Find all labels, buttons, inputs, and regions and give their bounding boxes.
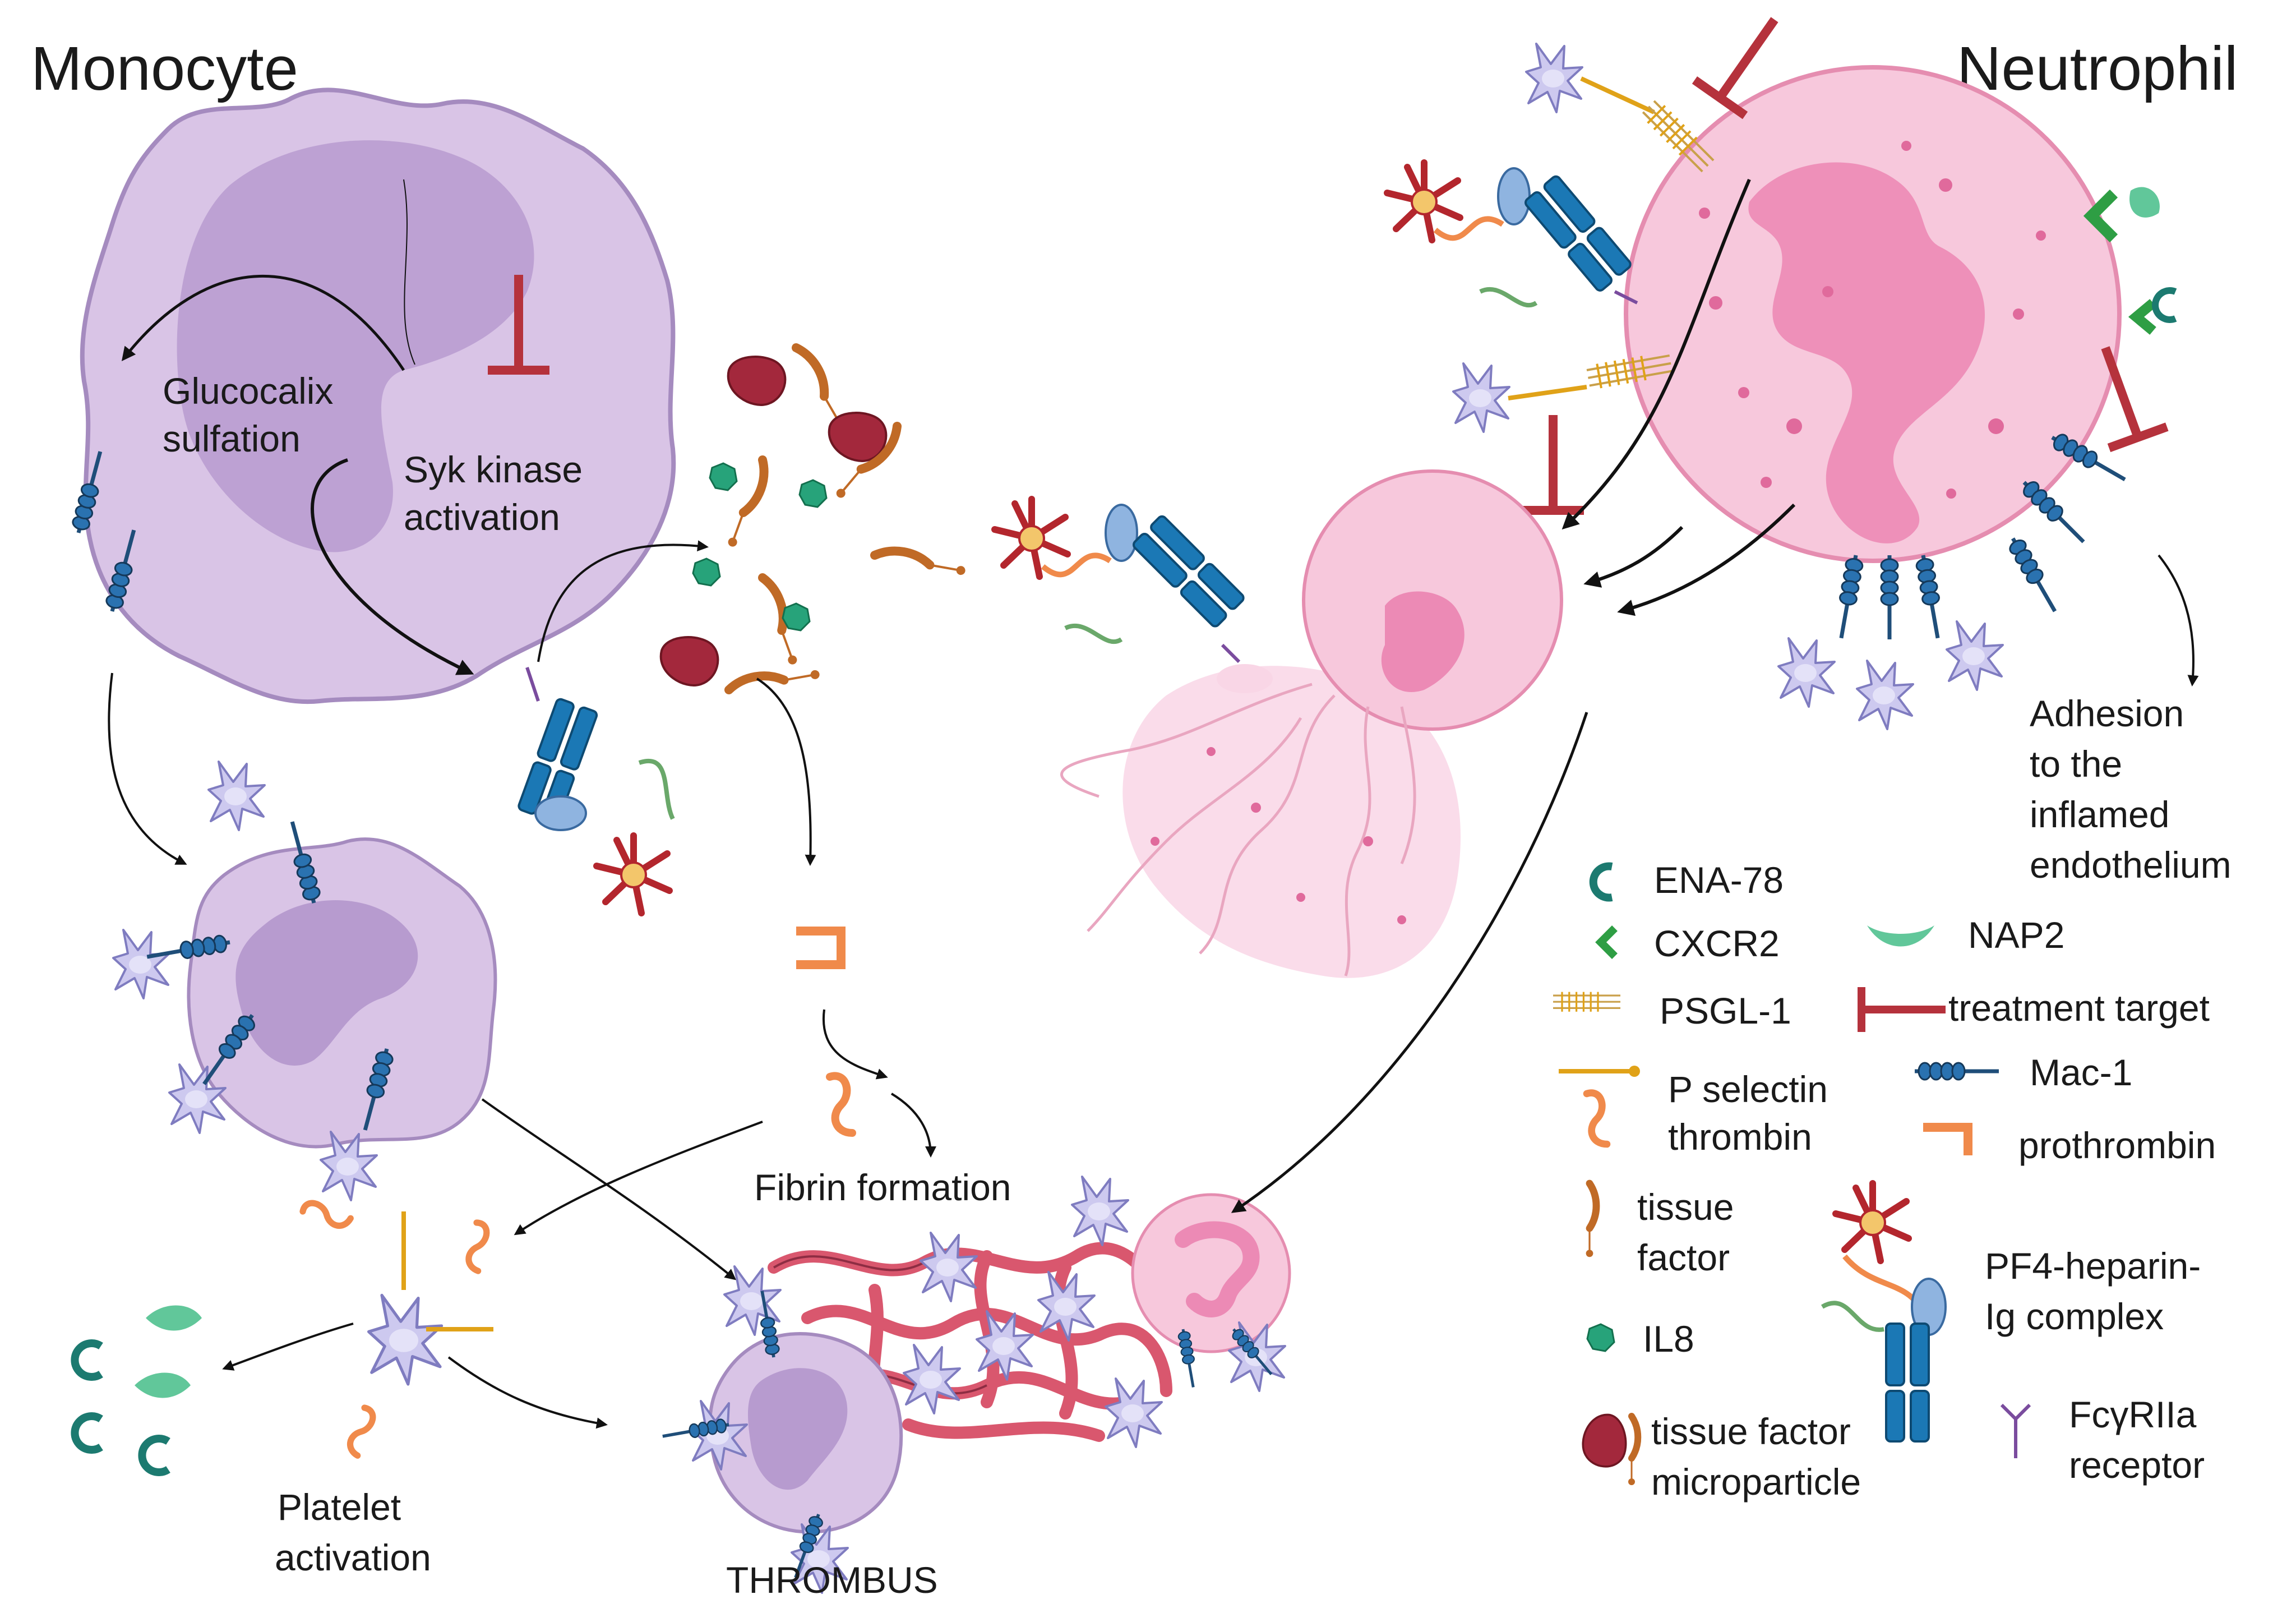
neutrophil-mac1 — [1881, 555, 1898, 639]
neutrophil-title: Neutrophil — [1957, 34, 2238, 103]
arrow-monocyte-to-aggregate — [108, 672, 187, 865]
legend-pf4-2: Ig complex — [1985, 1296, 2164, 1337]
legend-treatment: treatment target — [1948, 987, 2210, 1029]
thrombus-label: THROMBUS — [726, 1559, 938, 1599]
platelet-activation-label-2: activation — [275, 1537, 431, 1578]
neutrophil-mac1 — [1915, 554, 1946, 639]
neutrophil-mac1 — [2006, 534, 2062, 616]
arrow-platelet-to-thrombus — [447, 1356, 608, 1429]
neutrophil-treatment-target — [1522, 415, 1584, 510]
p-selectin — [1508, 385, 1587, 400]
p-selectin — [1580, 76, 1655, 114]
thrombin-icon — [1587, 1093, 1607, 1144]
legend-cxcr2: CXCR2 — [1654, 923, 1780, 964]
prothrombin-icon — [1923, 1123, 1972, 1155]
glucocalix-label-2: sulfation — [163, 418, 301, 459]
legend: ENA-78 CXCR2 NAP2 PSGL-1 treatment targe… — [1552, 859, 2216, 1503]
neutrophil-platelet — [1856, 660, 1914, 730]
arrow-to-prothrombin — [756, 678, 816, 866]
legend-tfmp-2: microparticle — [1651, 1461, 1861, 1503]
legend-ena78: ENA-78 — [1654, 859, 1784, 901]
tissue-factor-icon — [1586, 1183, 1596, 1257]
glucocalix-label-1: Glucocalix — [163, 370, 333, 412]
activated-platelet — [302, 1196, 494, 1456]
pf4-complex-icon — [1821, 1183, 1947, 1443]
neutrophil-platelet — [1525, 43, 1583, 113]
arrow-syk — [311, 458, 474, 675]
neutrophil-cell — [1624, 65, 2122, 563]
legend-thrombin: thrombin — [1668, 1116, 1812, 1158]
legend-nap2: NAP2 — [1968, 914, 2064, 956]
legend-mac1: Mac-1 — [2030, 1052, 2132, 1093]
nap2-icon — [1867, 925, 1934, 947]
adhesion-label-2: to the — [2030, 743, 2122, 785]
adhesion-label-3: inflamed — [2030, 794, 2169, 835]
arrow-to-fibrin — [890, 1093, 936, 1158]
secreted-chemokines — [71, 1305, 202, 1476]
mac1-icon — [1915, 1063, 1999, 1080]
neutrophil-platelet — [1777, 637, 1836, 708]
arrow-neutrophil-to-net — [1617, 503, 1796, 616]
thrombus — [662, 1176, 1291, 1594]
monocyte-platelet-aggregate — [112, 761, 497, 1201]
fcgr-icon — [2000, 1403, 2031, 1458]
cxcr2-icon — [1595, 925, 1618, 959]
platelet-activation-label-1: Platelet — [278, 1486, 401, 1528]
arrow-adhesion — [2158, 554, 2199, 686]
legend-pf4-1: PF4-heparin- — [1985, 1245, 2201, 1287]
monocyte-immune-complex — [516, 667, 675, 913]
legend-il8: IL8 — [1643, 1318, 1694, 1360]
legend-prothrombin: prothrombin — [2018, 1125, 2216, 1166]
thin-line — [403, 179, 415, 365]
arrow-to-particles — [537, 540, 709, 662]
legend-tissue-factor-2: factor — [1637, 1237, 1730, 1278]
legend-tissue-factor-1: tissue — [1637, 1186, 1734, 1228]
arrow-thrombin-to-platelet — [514, 1121, 763, 1236]
legend-fcgr-2: receptor — [2069, 1444, 2205, 1486]
thrombin-symbol — [830, 1076, 852, 1133]
neutrophil-cxcr2 — [2083, 187, 2177, 335]
adhesion-label-4: endothelium — [2030, 844, 2232, 886]
released-particles — [659, 344, 967, 694]
neutrophil-mac1 — [1833, 554, 1864, 639]
arrow-glucocalix — [121, 274, 405, 371]
syk-label-2: activation — [404, 496, 560, 538]
arrow-aggregate-to-thrombus — [481, 1098, 737, 1280]
tissue-factor-microparticle-icon — [1577, 1411, 1638, 1485]
prothrombin-symbol — [796, 927, 846, 969]
fibrin-formation-label: Fibrin formation — [754, 1167, 1011, 1208]
syk-label-1: Syk kinase — [404, 449, 583, 490]
net-releasing-neutrophil — [1060, 469, 1563, 978]
adhesion-label-1: Adhesion — [2030, 693, 2184, 734]
psgl1-icon — [1552, 990, 1621, 1013]
net-immune-complex — [995, 499, 1245, 663]
neutrophil-immune-complex — [1387, 163, 1638, 308]
neutrophil-mac1 — [2018, 476, 2089, 547]
monocyte-title: Monocyte — [31, 34, 298, 103]
arrow-neutrophil-to-net — [1583, 526, 1684, 588]
neutrophil-platelet — [1946, 620, 2004, 691]
il8-icon — [1586, 1323, 1615, 1352]
legend-psgl1: PSGL-1 — [1660, 990, 1791, 1031]
neutrophil-platelet — [1452, 362, 1510, 433]
monocyte-cell — [80, 87, 676, 704]
legend-fcgr-1: FcγRIIa — [2069, 1394, 2197, 1435]
arrow-platelet-to-chemokines — [222, 1322, 354, 1371]
legend-pselectin: P selectin — [1668, 1068, 1828, 1110]
legend-tfmp-1: tissue factor — [1651, 1411, 1851, 1452]
arrow-net-to-thrombus — [1231, 712, 1588, 1213]
arrow-to-thrombin — [822, 1009, 888, 1080]
ena78-icon — [1589, 862, 1613, 902]
arrow-neutrophil-to-net — [1562, 178, 1751, 530]
